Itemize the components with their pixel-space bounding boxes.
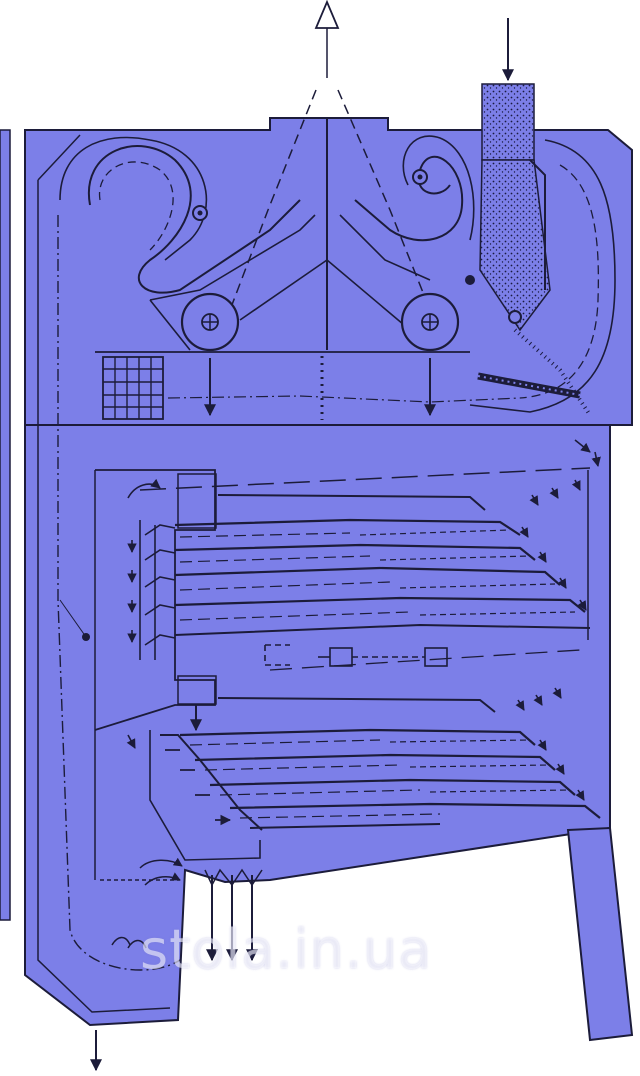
grid-filter-lines [103, 357, 163, 419]
right-air-loop [469, 139, 616, 413]
lower-sieve-deck [179, 697, 601, 829]
right-hopper-slope [326, 259, 411, 331]
right-channel-inner [354, 155, 464, 242]
left-hopper-slope [149, 299, 191, 351]
left-channel-inner [87, 145, 301, 294]
vibrator-mechanism [264, 644, 448, 667]
left-duct-flow [57, 215, 181, 971]
outlet-arrow-head [314, 0, 340, 29]
lower-collector [126, 730, 263, 861]
pivot-dot [197, 210, 203, 216]
pivot-dot [465, 275, 475, 285]
sieve-mid-flow [269, 649, 581, 671]
sieve-top-flow [139, 467, 591, 491]
right-air-loop-inner [519, 164, 599, 399]
inner-border [37, 134, 171, 1013]
pivot-dot [417, 174, 423, 180]
chute-inner-wall [529, 159, 546, 290]
discharge-arrows [204, 868, 263, 962]
duct-marker-leader [59, 599, 87, 638]
air-stream-right [337, 89, 431, 311]
upper-sieve-deck [174, 494, 591, 636]
left-flow-dash [98, 161, 174, 251]
right-support-leg [566, 826, 634, 1042]
air-stream-left [229, 89, 317, 311]
chamber-airflow [167, 395, 521, 403]
upper-left-arrows [127, 478, 176, 660]
feeder-block-top [177, 473, 217, 529]
right-channel-outer [339, 135, 475, 281]
right-chamber-wall [580, 424, 611, 828]
grain-stream [513, 328, 592, 417]
grid-filter [102, 356, 164, 420]
lower-left-swirl [100, 857, 183, 949]
pivot-dot [508, 310, 522, 324]
feed-hopper [481, 83, 535, 161]
sieve-end-arrows [515, 439, 601, 801]
inclined-bar [477, 372, 581, 399]
sieve-box-outline [94, 469, 216, 731]
left-hopper-slope-2 [239, 259, 328, 321]
left-wall-strip [0, 129, 11, 921]
feed-chute [479, 159, 551, 332]
